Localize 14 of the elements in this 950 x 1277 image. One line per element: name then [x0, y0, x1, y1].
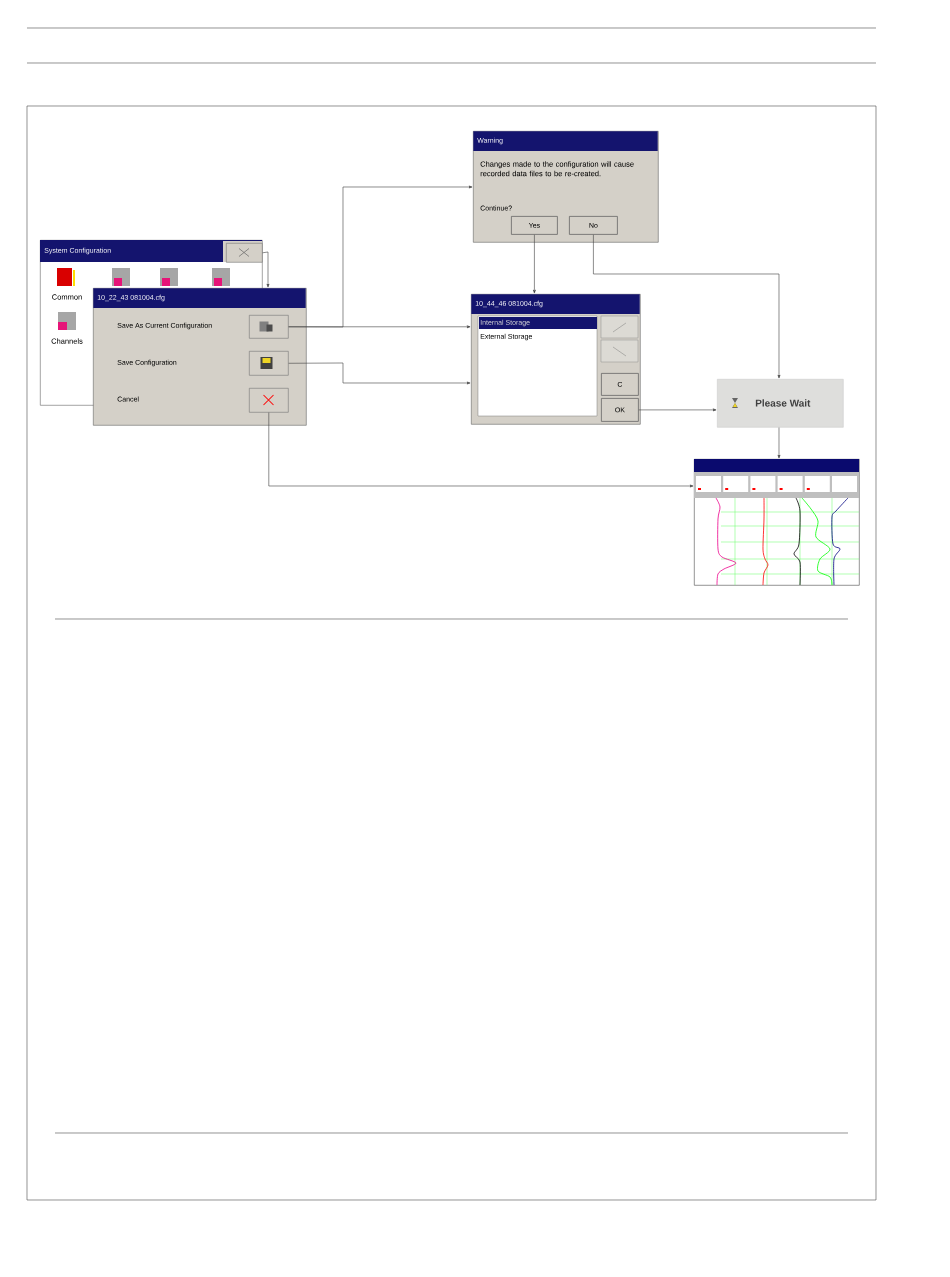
arrow	[288, 325, 471, 329]
arrow	[777, 427, 781, 459]
chart-screen-drawing	[694, 459, 860, 586]
icon-button	[249, 388, 289, 413]
arrow	[262, 251, 270, 288]
arrow	[638, 408, 717, 412]
arrow	[593, 234, 781, 379]
arrow	[288, 362, 471, 385]
icon-button	[249, 315, 289, 339]
arrow	[268, 412, 694, 488]
close-button	[226, 243, 263, 263]
status-text: Please Wait	[755, 399, 811, 407]
icon-button	[249, 351, 289, 376]
arrow	[533, 234, 536, 294]
